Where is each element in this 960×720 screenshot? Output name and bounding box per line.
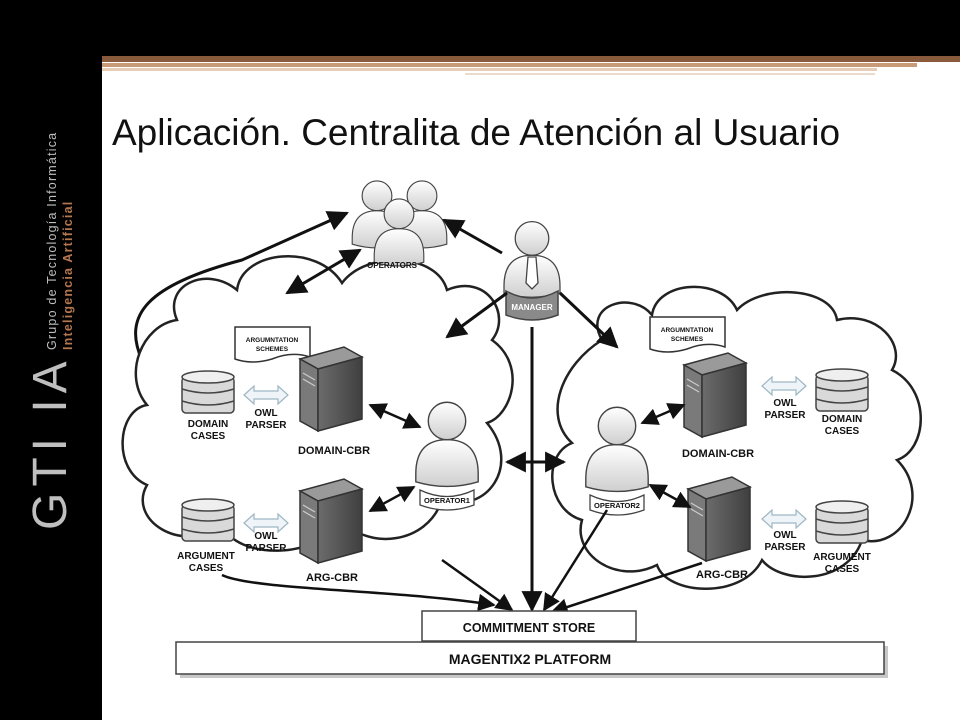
arrow-right-domaincbr-operator [640, 403, 686, 425]
arrow-left-argcbr-operator [368, 485, 416, 513]
arrow-left-argcbr-store [441, 558, 514, 612]
right-owl-top-line2: PARSER [765, 410, 807, 421]
left-owl-top-line2: PARSER [246, 420, 288, 431]
logo-mark: GTI IA [24, 355, 77, 530]
left-domain-cbr-label: DOMAIN-CBR [298, 445, 370, 457]
right-domain-cbr-label: DOMAIN-CBR [682, 448, 754, 460]
left-owl-top-line1: OWL [254, 408, 277, 419]
commitment-store-label: COMMITMENT STORE [463, 621, 595, 635]
arrow-operators-left [285, 248, 362, 295]
top-bar [0, 0, 960, 56]
platform-box [175, 641, 885, 675]
right-operator-label: OPERATOR2 [594, 501, 640, 510]
arrow-manager-rightcloud [558, 291, 619, 349]
sidebar [0, 0, 102, 720]
manager-icon [503, 220, 561, 321]
left-scheme-line2: SCHEMES [256, 346, 289, 353]
right-argument-cases-line2: CASES [825, 564, 860, 575]
arrow-manager-leftcloud [445, 291, 508, 339]
right-scheme-doc [649, 316, 726, 353]
right-arg-db-icon [815, 500, 869, 544]
left-owl-bottom-line2: PARSER [246, 543, 288, 554]
left-argument-cases-line2: CASES [189, 563, 224, 574]
right-scheme-line2: SCHEMES [671, 336, 704, 343]
right-argument-cases-line1: ARGUMENT [813, 552, 871, 563]
right-domain-cases-line1: DOMAIN [822, 414, 863, 425]
stripe-dark [102, 56, 960, 62]
gti-ia-logo: Grupo de Tecnología Informática Intelige… [24, 132, 77, 530]
stripe-light [102, 68, 877, 71]
platform-label: MAGENTIX2 PLATFORM [449, 651, 611, 667]
left-scheme-doc [234, 326, 311, 363]
left-arg-cbr-label: ARG-CBR [306, 572, 358, 584]
left-domain-cases-line2: CASES [191, 431, 226, 442]
left-argument-cases-line1: ARGUMENT [177, 551, 235, 562]
architecture-diagram: OPERATORS MANAGER ARGUMNTATION SCHEMES D… [121, 180, 922, 678]
stripe-faint [465, 73, 875, 75]
left-scheme-line1: ARGUMNTATION [246, 337, 299, 344]
arrow-right-operator-store [542, 509, 609, 612]
right-arg-cbr-label: ARG-CBR [696, 569, 748, 581]
right-arg-server-icon [687, 476, 751, 562]
manager-label: MANAGER [511, 303, 553, 312]
arrow-right-argcbr-store [550, 561, 703, 616]
stripe-mid [102, 63, 917, 67]
left-domain-server-icon [299, 346, 363, 432]
logo-ai-line: Inteligencia Artificial [61, 201, 75, 350]
arrow-right-argcbr-operator [648, 483, 692, 509]
slide-title: Aplicación. Centralita de Atención al Us… [112, 112, 841, 153]
right-owl-bottom-line2: PARSER [765, 542, 807, 553]
commitment-store-box [421, 610, 637, 642]
arrow-left-argument-store [221, 573, 496, 612]
right-domain-server-icon [683, 352, 747, 438]
left-domain-cases-line1: DOMAIN [188, 419, 229, 430]
left-arg-server-icon [299, 478, 363, 564]
right-scheme-line1: ARGUMNTATION [661, 327, 714, 334]
arrow-curve-left [134, 211, 349, 361]
left-operator-label: OPERATOR1 [424, 496, 470, 505]
right-owl-bottom-line1: OWL [773, 530, 796, 541]
logo-group-line: Grupo de Tecnología Informática [45, 132, 59, 350]
operators-label: OPERATORS [367, 261, 418, 270]
left-owl-bottom-line1: OWL [254, 531, 277, 542]
left-arg-db-icon [181, 498, 235, 542]
right-owl-top-line1: OWL [773, 398, 796, 409]
arrow-manager-operators [442, 218, 503, 255]
right-domain-cases-line2: CASES [825, 426, 860, 437]
arrow-left-domaincbr-operator [368, 403, 422, 429]
operators-icon [351, 180, 448, 267]
left-domain-db-icon [181, 370, 235, 414]
right-domain-db-icon [815, 368, 869, 412]
